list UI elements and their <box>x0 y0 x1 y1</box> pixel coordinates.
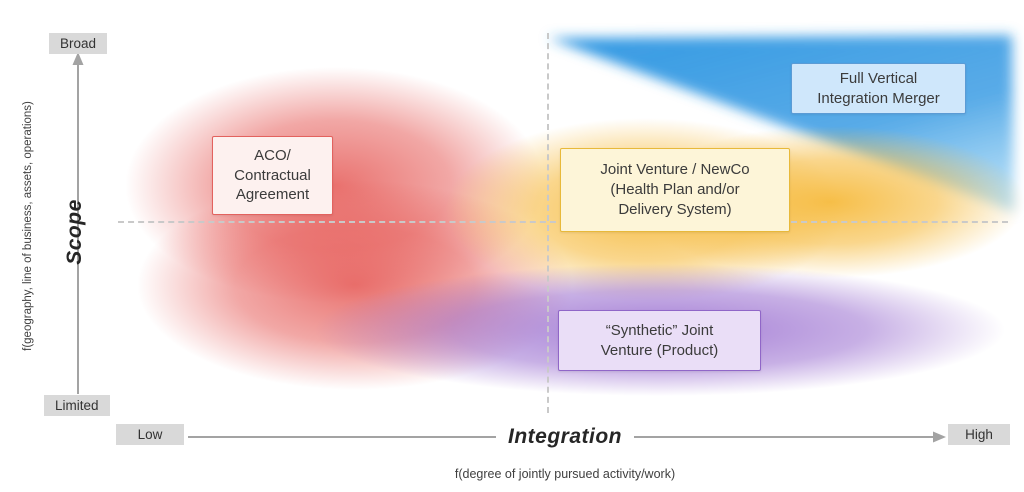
x-axis-arrowhead <box>933 431 946 443</box>
y-axis-subtitle: f(geography, line of business, assets, o… <box>22 101 34 351</box>
vertical-dashed-divider <box>547 33 549 413</box>
x-axis-max-badge: High <box>948 424 1010 445</box>
synthetic-joint-venture-box: “Synthetic” Joint Venture (Product) <box>558 310 761 371</box>
x-axis-subtitle: f(degree of jointly pursued activity/wor… <box>454 467 676 481</box>
x-axis-title: Integration <box>496 425 634 449</box>
joint-venture-newco-box: Joint Venture / NewCo (Health Plan and/o… <box>560 148 790 232</box>
y-axis-title: Scope <box>63 199 86 265</box>
full-vertical-integration-merger-box: Full Vertical Integration Merger <box>791 63 966 114</box>
y-axis-arrowhead <box>72 52 84 65</box>
aco-contractual-agreement-box: ACO/ Contractual Agreement <box>212 136 333 215</box>
y-axis-min-badge: Limited <box>44 395 110 416</box>
y-axis-max-badge: Broad <box>49 33 108 54</box>
x-axis-min-badge: Low <box>116 424 184 445</box>
